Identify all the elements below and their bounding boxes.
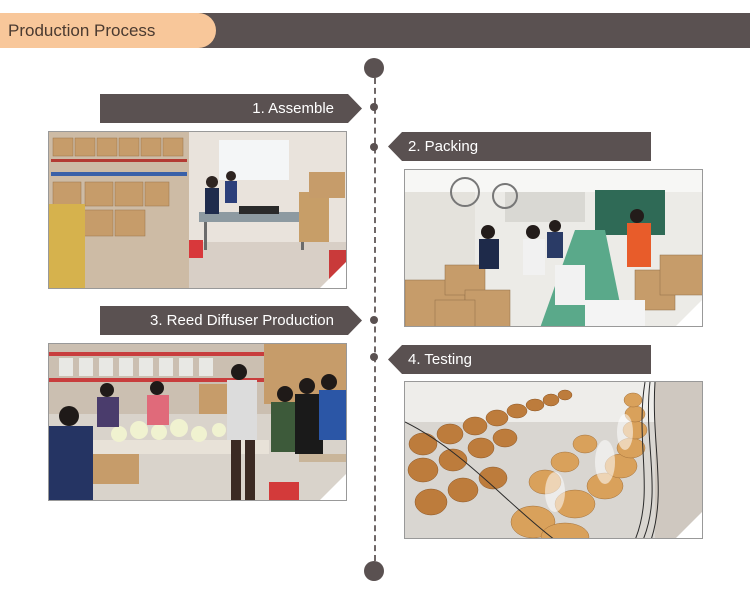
timeline-end-dot <box>364 561 384 581</box>
timeline-start-dot <box>364 58 384 78</box>
reed-diffuser-photo <box>48 343 347 501</box>
packing-photo <box>404 169 703 327</box>
timeline-marker-4 <box>370 353 378 361</box>
timeline-marker-1 <box>370 103 378 111</box>
timeline-marker-3 <box>370 316 378 324</box>
step-label-testing: 4. Testing <box>388 345 651 374</box>
step-label-packing: 2. Packing <box>388 132 651 161</box>
timeline-marker-2 <box>370 143 378 151</box>
step-label-assemble: 1. Assemble <box>100 94 362 123</box>
step-label-reed-diffuser-production: 3. Reed Diffuser Production <box>100 306 362 335</box>
assemble-photo <box>48 131 347 289</box>
page-title: Production Process <box>0 13 216 48</box>
testing-photo <box>404 381 703 539</box>
